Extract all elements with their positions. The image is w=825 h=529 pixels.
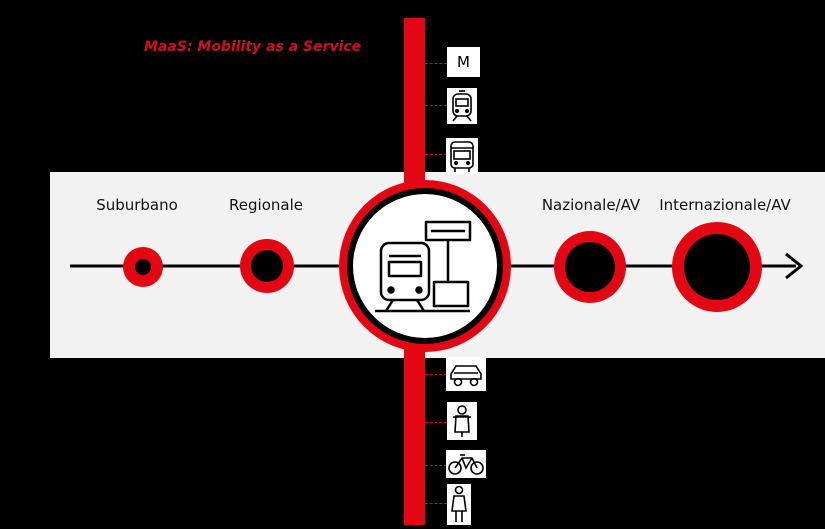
train-connector bbox=[425, 105, 447, 106]
pedestrian-icon bbox=[447, 484, 471, 525]
bike-connector bbox=[425, 465, 447, 466]
bicycle-icon bbox=[446, 450, 486, 478]
level-dot-suburbano bbox=[123, 247, 163, 287]
level-dot-internazionale bbox=[672, 222, 762, 312]
metro-icon: M bbox=[447, 47, 480, 77]
level-label-regionale: Regionale bbox=[229, 196, 303, 214]
bus-connector bbox=[425, 154, 447, 155]
level-dot-nazionale bbox=[554, 231, 626, 303]
scooter-icon bbox=[447, 402, 477, 440]
metro-connector bbox=[425, 63, 447, 64]
station-hub bbox=[339, 180, 511, 352]
bus-icon bbox=[446, 138, 478, 174]
car-icon bbox=[446, 357, 486, 391]
scooter-connector bbox=[425, 422, 447, 423]
level-label-internazionale: Internazionale/AV bbox=[659, 196, 791, 214]
station-icon bbox=[375, 220, 472, 313]
arrow-head-icon bbox=[785, 252, 804, 280]
train-icon bbox=[447, 88, 477, 124]
pedestrian-connector bbox=[425, 503, 447, 504]
maas-caption: MaaS: Mobility as a Service bbox=[144, 39, 362, 55]
car-connector bbox=[425, 374, 447, 375]
level-dot-regionale bbox=[240, 239, 294, 293]
level-label-suburbano: Suburbano bbox=[96, 196, 178, 214]
level-label-nazionale: Nazionale/AV bbox=[541, 196, 641, 214]
